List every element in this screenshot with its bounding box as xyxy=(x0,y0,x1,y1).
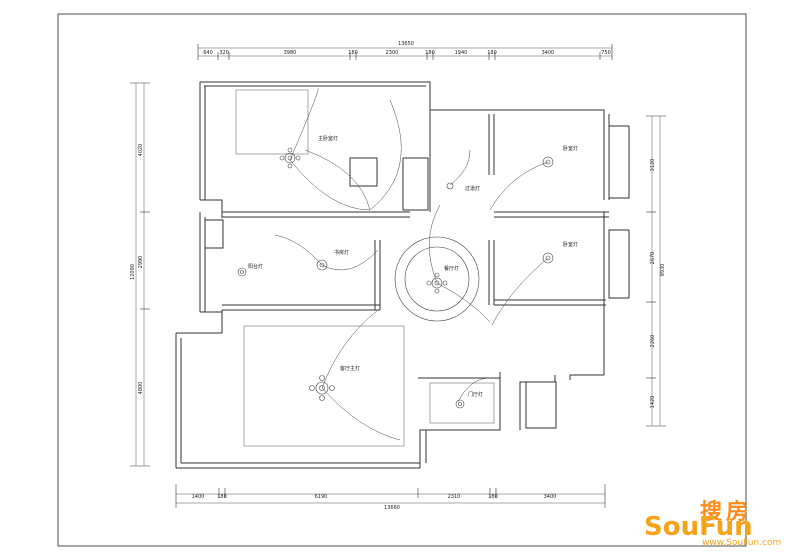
top-total-dim: 13650 xyxy=(398,41,414,47)
top-dim-2: 320 xyxy=(219,50,229,56)
bottom-dim-3: 6190 xyxy=(315,494,328,500)
bottom-total-dim: 13660 xyxy=(384,505,400,511)
bedroom-mid-light-icon xyxy=(542,252,554,264)
left-dim-1: 4020 xyxy=(138,144,144,157)
dining-label: 餐厅灯 xyxy=(444,265,459,272)
entry-light-icon xyxy=(455,399,465,409)
left-dimension: 12090 4020 2990 4800 xyxy=(130,82,150,467)
left-total-dim: 12090 xyxy=(130,264,136,280)
watermark-url: www.SouFun.com xyxy=(702,538,782,548)
master-light-icon xyxy=(279,147,301,169)
right-dim-1: 3120 xyxy=(650,159,656,172)
entry-label: 门厅灯 xyxy=(468,391,483,398)
bottom-dim-4: 2310 xyxy=(448,494,461,500)
bottom-dim-6: 3400 xyxy=(544,494,557,500)
bottom-dim-1: 1400 xyxy=(192,494,205,500)
bottom-dim-2: 180 xyxy=(217,494,227,500)
right-dim-4: 1420 xyxy=(650,396,656,409)
bedroom-top-light-icon xyxy=(542,156,554,168)
watermark-cn: 搜房 xyxy=(700,500,753,525)
left-dim-2: 2990 xyxy=(138,256,144,269)
wiring xyxy=(274,87,549,441)
right-dim-3: 2260 xyxy=(650,335,656,348)
light-fixtures xyxy=(237,147,554,409)
room-labels: 主卧室灯 卧室灯 过道灯 卧室灯 书房灯 餐厅灯 阳台灯 客厅主灯 门厅灯 xyxy=(248,135,578,398)
right-dim-2: 2670 xyxy=(650,252,656,265)
drawing-frame xyxy=(57,13,747,547)
walls xyxy=(175,81,630,469)
top-dim-7: 1940 xyxy=(455,50,468,56)
right-dimension: 3120 2670 2260 1420 9930 xyxy=(646,115,666,427)
ceiling-outlines xyxy=(235,89,495,447)
top-dim-10: 750 xyxy=(601,50,611,56)
corridor-label: 过道灯 xyxy=(465,185,480,192)
dining-light-icon xyxy=(426,272,448,294)
bottom-dim-5: 180 xyxy=(488,494,498,500)
top-dim-8: 180 xyxy=(487,50,497,56)
top-dim-3: 3980 xyxy=(284,50,297,56)
top-dim-1: 640 xyxy=(203,50,213,56)
study-label: 书房灯 xyxy=(334,249,349,256)
living-room-label: 客厅主灯 xyxy=(340,365,360,372)
corridor-light-icon xyxy=(446,182,454,190)
top-dim-9: 3400 xyxy=(542,50,555,56)
top-dim-4: 180 xyxy=(348,50,358,56)
balcony-light-icon xyxy=(237,267,247,277)
watermark-en: SouFun xyxy=(644,512,753,542)
study-light-icon xyxy=(316,259,328,271)
master-bedroom-label: 主卧室灯 xyxy=(318,135,338,142)
balcony-label: 阳台灯 xyxy=(248,263,263,270)
top-dim-6: 180 xyxy=(425,50,435,56)
right-total-dim: 9930 xyxy=(660,264,666,277)
left-dim-3: 4800 xyxy=(138,382,144,395)
living-light-icon xyxy=(309,375,335,401)
top-dim-5: 2300 xyxy=(386,50,399,56)
bedroom-top-right-label: 卧室灯 xyxy=(563,145,578,152)
soufun-watermark: 搜房 SouFun www.SouFun.com xyxy=(642,494,792,552)
top-dimension: 13650 640 320 3980 180 2300 180 1940 180… xyxy=(197,41,613,60)
bottom-dimension: 1400 180 6190 2310 180 3400 13660 xyxy=(175,484,606,511)
bedroom-mid-right-label: 卧室灯 xyxy=(563,241,578,248)
